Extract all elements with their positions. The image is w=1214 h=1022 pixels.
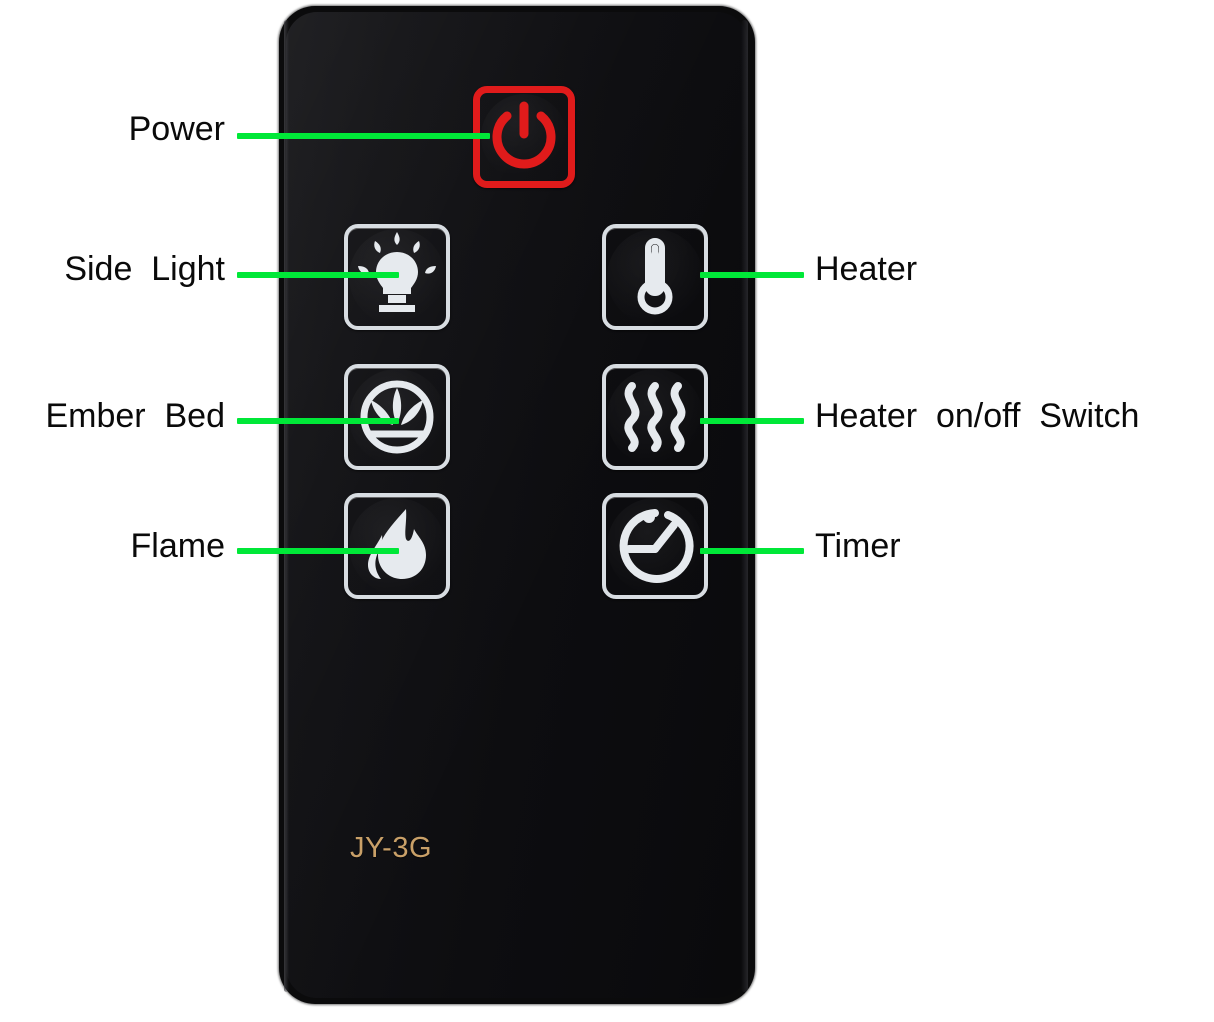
remote-body [286, 12, 748, 998]
callout-label-heater-switch: Heater on/off Switch [815, 397, 1140, 435]
leader-line-side-light [237, 272, 399, 278]
button-frame [344, 364, 450, 470]
leader-line-timer [700, 548, 804, 554]
heater-button[interactable] [602, 224, 708, 330]
model-number-text: JY-3G [350, 832, 433, 864]
ember-bed-icon [360, 380, 434, 454]
callout-label-heater: Heater [815, 250, 918, 288]
thermometer-icon [637, 238, 673, 315]
timer-button[interactable] [602, 493, 708, 599]
remote-left-edge-highlight [284, 20, 289, 992]
ember-bed-button[interactable] [344, 364, 450, 470]
leader-line-heater [700, 272, 804, 278]
leader-line-flame [237, 548, 399, 554]
callout-label-flame: Flame [130, 527, 225, 565]
leader-line-ember-bed [237, 418, 399, 424]
power-icon [492, 101, 556, 169]
flame-button[interactable] [344, 493, 450, 599]
heater-onoff-switch-button[interactable] [602, 364, 708, 470]
callout-label-side-light: Side Light [64, 250, 225, 288]
flame-icon [368, 509, 426, 579]
leader-line-power [237, 133, 490, 139]
button-frame [602, 493, 708, 599]
remote-right-edge-highlight [741, 20, 748, 992]
callout-label-ember-bed: Ember Bed [45, 397, 225, 435]
button-frame [602, 364, 708, 470]
light-bulb-icon [358, 232, 436, 312]
callout-label-timer: Timer [815, 527, 901, 565]
clock-timer-icon [619, 509, 694, 583]
heat-waves-icon [624, 382, 686, 452]
button-frame [344, 493, 450, 599]
callout-label-power: Power [128, 110, 225, 148]
leader-line-heater-switch [700, 418, 804, 424]
